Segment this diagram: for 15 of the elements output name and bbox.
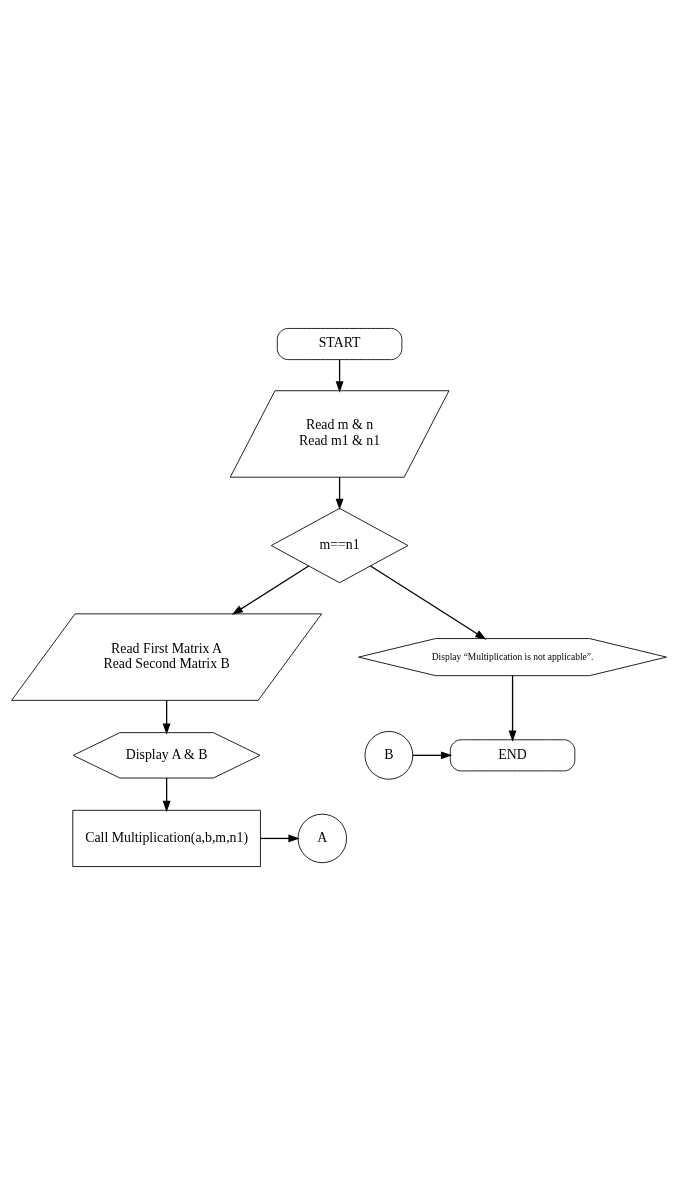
- node-box: Call Multiplication(a,b,m,n1): [72, 809, 261, 867]
- arrow: [369, 564, 487, 640]
- node-box: END: [449, 738, 576, 771]
- arrow: [162, 776, 171, 812]
- arrow: [335, 476, 344, 510]
- arrow: [259, 834, 300, 842]
- arrow: [335, 358, 344, 393]
- arrow: [508, 674, 517, 742]
- node-circle: A: [297, 813, 347, 863]
- node-box: START: [276, 327, 403, 360]
- arrow: [162, 699, 171, 735]
- arrow: [412, 750, 453, 759]
- node-diamond: m==n1: [270, 507, 409, 583]
- node-circle: B: [364, 730, 414, 780]
- arrow: [231, 564, 310, 615]
